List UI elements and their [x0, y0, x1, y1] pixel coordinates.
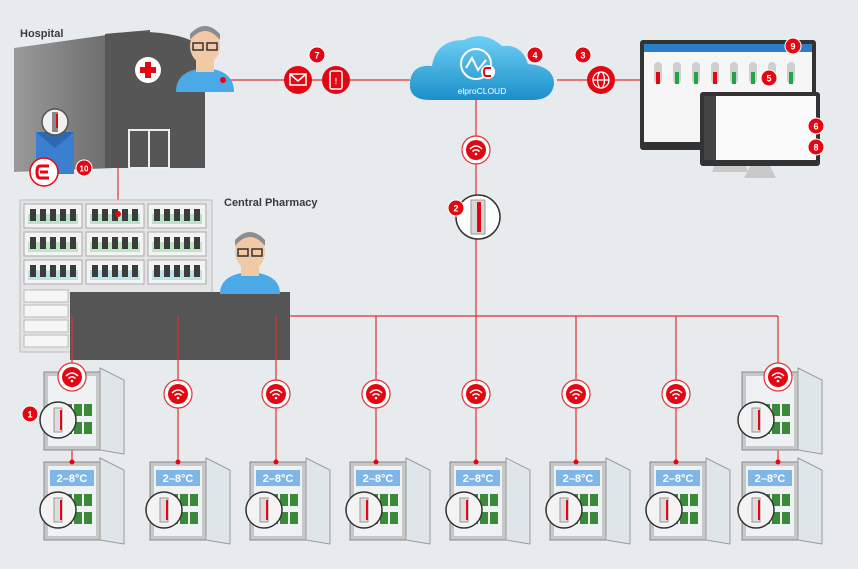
hospital-label: Hospital [20, 28, 64, 40]
svg-text:5: 5 [766, 74, 771, 84]
wifi-icon [461, 135, 491, 165]
shelf-compartment [23, 259, 83, 285]
svg-text:2: 2 [453, 204, 458, 214]
svg-text:7: 7 [314, 51, 319, 61]
svg-text:3: 3 [580, 51, 585, 61]
step-badge-5: 5 [760, 69, 778, 87]
fridge-temperature: 2–8°C [363, 473, 394, 485]
drawer [23, 304, 69, 318]
connection-dot [473, 459, 479, 465]
elpro-logo-icon [29, 157, 59, 187]
wifi-icon [57, 362, 87, 392]
svg-text:8: 8 [813, 143, 818, 153]
connection-dot [175, 459, 181, 465]
svg-text:4: 4 [532, 51, 537, 61]
shelf-compartment [147, 203, 207, 229]
wifi-icon [361, 379, 391, 409]
svg-text:1: 1 [27, 410, 32, 420]
svg-text:10: 10 [80, 165, 89, 174]
svg-text:6: 6 [813, 122, 818, 132]
cloud-label: elproCLOUD [458, 86, 507, 96]
pharmacy-counter [70, 292, 290, 360]
wifi-icon [163, 379, 193, 409]
pharmacist-avatar [220, 232, 280, 294]
shelf-compartment [23, 203, 83, 229]
fridge-icon: 2–8°C [39, 457, 125, 545]
connection-dot [69, 459, 75, 465]
step-badge-2: 2 [447, 199, 465, 217]
step-badge-3: 3 [574, 46, 592, 64]
drawer [23, 334, 69, 348]
fridge-icon [39, 367, 125, 455]
fridge-icon: 2–8°C [345, 457, 431, 545]
fridge-temperature: 2–8°C [463, 473, 494, 485]
connection-dot [273, 459, 279, 465]
connection-dot [573, 459, 579, 465]
shelf-compartment [23, 231, 83, 257]
fridge-icon: 2–8°C [645, 457, 731, 545]
monitor-icon [640, 40, 820, 178]
fridge-icon: 2–8°C [445, 457, 531, 545]
hospital-staff-avatar [176, 26, 234, 92]
email-icon [284, 66, 312, 94]
fridge-icon: 2–8°C [245, 457, 331, 545]
shelf-compartment [147, 259, 207, 285]
wifi-icon [661, 379, 691, 409]
connection-dot [373, 459, 379, 465]
shelf-logger-dot [115, 211, 121, 217]
gateway-icon [455, 194, 501, 240]
step-badge-6: 6 [807, 117, 825, 135]
shelf-compartment [85, 259, 145, 285]
hospital-building [14, 30, 205, 174]
step-badge-1: 1 [21, 405, 39, 423]
drawer [23, 319, 69, 333]
fridge-temperature: 2–8°C [755, 473, 786, 485]
svg-text:!: ! [335, 77, 338, 86]
step-badge-8: 8 [807, 138, 825, 156]
step-badge-7: 7 [308, 46, 326, 64]
wifi-icon [763, 362, 793, 392]
shelf-compartment [85, 231, 145, 257]
fridge-temperature: 2–8°C [163, 473, 194, 485]
shelf-compartment [85, 203, 145, 229]
step-badge-4: 4 [526, 46, 544, 64]
step-badge-9: 9 [784, 37, 802, 55]
wifi-icon [461, 379, 491, 409]
svg-text:9: 9 [790, 42, 795, 52]
central-pharmacy-label: Central Pharmacy [224, 197, 318, 209]
connection-dot [775, 459, 781, 465]
shelf-compartment [147, 231, 207, 257]
fridge-icon: 2–8°C [145, 457, 231, 545]
wifi-icon [261, 379, 291, 409]
globe-icon [587, 66, 615, 94]
fridge-icon: 2–8°C [545, 457, 631, 545]
fridge-temperature: 2–8°C [663, 473, 694, 485]
cloud-icon [409, 36, 554, 100]
step-badge-10: 10 [75, 159, 93, 177]
fridge-temperature: 2–8°C [263, 473, 294, 485]
fridge-temperature: 2–8°C [563, 473, 594, 485]
connection-dot [673, 459, 679, 465]
drawer [23, 289, 69, 303]
fridge-temperature: 2–8°C [57, 473, 88, 485]
mobile-alert-icon: ! [322, 66, 350, 94]
fridge-icon: 2–8°C [737, 457, 823, 545]
wifi-icon [561, 379, 591, 409]
